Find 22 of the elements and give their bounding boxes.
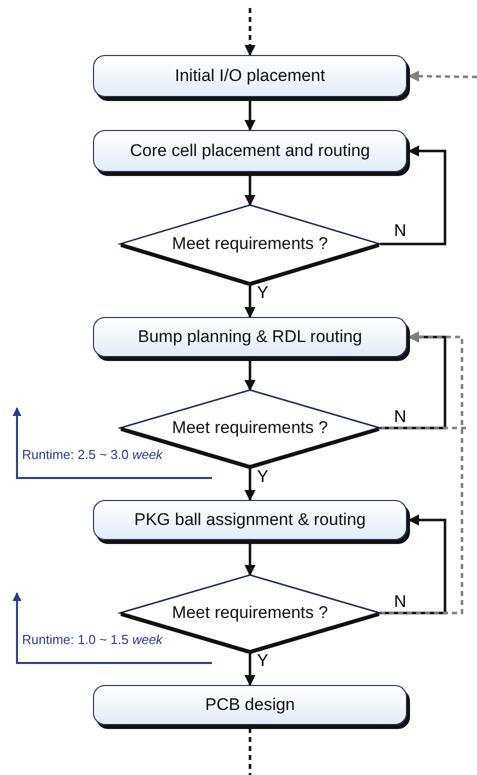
step-label: Bump planning & RDL routing	[138, 327, 362, 347]
step-label: Core cell placement and routing	[130, 141, 370, 161]
step-label: Meet requirements ?	[172, 603, 328, 623]
dashed-arrow	[380, 331, 464, 614]
dashed-arrow	[408, 70, 477, 82]
decision-diamond	[120, 205, 380, 283]
arrow	[244, 100, 256, 132]
arrow	[244, 652, 256, 686]
arrow	[244, 175, 256, 206]
runtime-note: Runtime: 1.0 ~ 1.5 week	[22, 632, 163, 647]
dashed-arrow	[244, 8, 256, 56]
step-label: PCB design	[205, 695, 295, 715]
arrow	[244, 467, 256, 502]
runtime-note: Runtime: 2.5 ~ 3.0 week	[22, 447, 163, 462]
arrow	[244, 360, 256, 392]
step-label: Initial I/O placement	[174, 66, 326, 86]
step-label: PKG ball assignment & routing	[134, 510, 366, 530]
step-label: Meet requirements ?	[172, 234, 328, 254]
arrow	[380, 145, 446, 246]
arrow	[244, 543, 256, 576]
step-label: Meet requirements ?	[172, 418, 328, 438]
arrow	[244, 284, 256, 318]
